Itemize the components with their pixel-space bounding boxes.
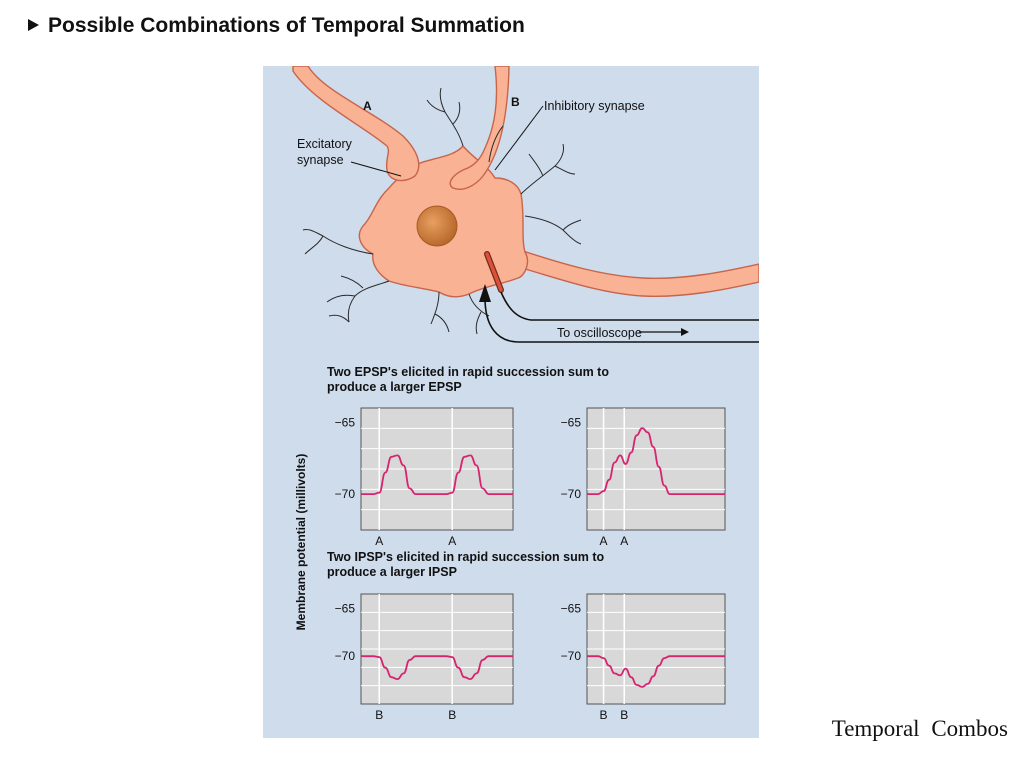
recording-electrode: [484, 251, 504, 293]
label-b: B: [511, 95, 520, 109]
y-tick-label: −65: [561, 415, 582, 429]
triangle-bullet-icon: [28, 19, 39, 31]
oscilloscope-label: To oscilloscope: [557, 326, 642, 340]
stimulus-label: A: [620, 534, 628, 548]
excitatory-synapse-label-1: Excitatory: [297, 137, 353, 151]
neuron-illustration: [292, 66, 759, 298]
slide-caption: Temporal Combos: [831, 716, 1008, 741]
slide-title: Possible Combinations of Temporal Summat…: [28, 14, 525, 38]
ipsp-heading-1: Two IPSP's elicited in rapid succession …: [327, 550, 604, 564]
epsp-separate-plot: −65 −70A A: [335, 407, 514, 548]
stimulus-label: B: [620, 708, 628, 722]
label-leaders: [350, 105, 544, 177]
excitatory-terminal-a: [292, 66, 420, 182]
neuron-nucleus: [416, 205, 458, 247]
stimulus-label: A: [448, 534, 456, 548]
epsp-heading-2: produce a larger EPSP: [327, 380, 462, 394]
ipsp-heading-2: produce a larger IPSP: [327, 565, 457, 579]
inhibitory-synapse-label: Inhibitory synapse: [544, 99, 645, 113]
stimulus-label: B: [448, 708, 456, 722]
y-tick-label: −70: [561, 649, 582, 663]
slide-title-text: Possible Combinations of Temporal Summat…: [48, 14, 525, 37]
membrane-trace: [586, 655, 725, 688]
y-tick-label: −65: [561, 601, 582, 615]
excitatory-synapse-label-2: synapse: [297, 153, 344, 167]
stimulus-label: A: [375, 534, 383, 548]
stimulus-label: B: [375, 708, 383, 722]
y-tick-label: −70: [335, 487, 356, 501]
oscilloscope-leads: [484, 291, 759, 343]
ipsp-separate-plot: −65 −70B B: [335, 593, 514, 722]
y-axis-label: Membrane potential (millivolts): [294, 454, 308, 631]
epsp-heading-1: Two EPSP's elicited in rapid succession …: [327, 365, 609, 379]
axon: [522, 250, 759, 298]
membrane-trace: [360, 655, 513, 680]
y-tick-label: −65: [335, 415, 356, 429]
figure-svg: A B Inhibitory synapse Excitatory synaps…: [263, 66, 759, 738]
y-tick-label: −65: [335, 601, 356, 615]
membrane-trace: [361, 454, 513, 496]
stimulus-label: B: [600, 708, 608, 722]
stimulus-label: A: [600, 534, 608, 548]
y-tick-label: −70: [561, 487, 582, 501]
y-tick-label: −70: [335, 649, 356, 663]
temporal-summation-figure: A B Inhibitory synapse Excitatory synaps…: [263, 66, 759, 738]
arrow-right-icon: [681, 328, 689, 336]
arrow-up-icon: [479, 284, 491, 302]
inhibitory-terminal-b: [449, 66, 510, 190]
label-a: A: [363, 99, 372, 113]
membrane-trace: [587, 427, 725, 496]
